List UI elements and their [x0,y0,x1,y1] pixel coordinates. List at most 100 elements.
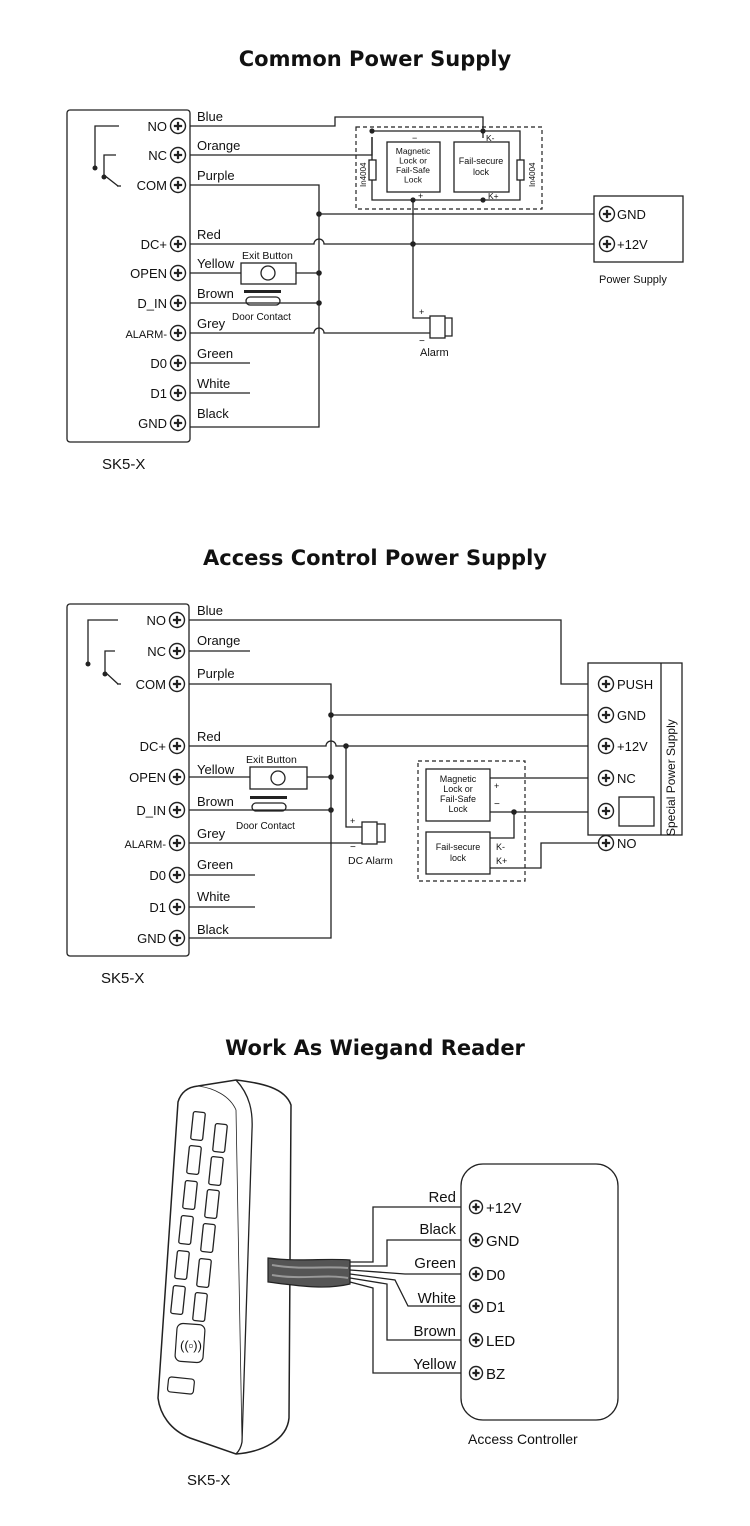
junction-dot [511,809,517,815]
screw-terminal-icon [168,898,186,916]
screw-terminal-icon [168,675,186,693]
dc-alarm-horn [377,823,386,843]
keypad-key [170,1284,186,1316]
access-controller-label: Access Controller [468,1431,578,1447]
title-access-control-power-supply: Access Control Power Supply [203,546,547,570]
screw-terminal-icon [169,354,187,372]
keypad-key [178,1214,194,1246]
dc-alarm-siren [361,821,378,845]
terminal-label-d0: D0 [149,868,166,883]
screw-terminal-icon [168,866,186,884]
wire-color-label: Red [197,729,221,744]
diode-label-1b: In4004 [528,162,537,187]
terminal-label-open: OPEN [129,770,166,785]
access-control-power-supply-diagram: NOBlueNCOrangeCOMPurpleDC+RedOPENYellowD… [66,603,683,987]
wire-failsecure-no [490,842,600,869]
wire-dc-alarm-positive [345,746,362,828]
wiegand-wire-label-red: Red [428,1189,456,1206]
keypad-key [212,1122,228,1154]
terminal-label-nc: NC [148,148,167,163]
wire-color-label: Grey [197,316,226,331]
lock-k-minus-2: K- [496,842,505,852]
access-controller-box [460,1163,619,1421]
dc-alarm-plus: + [350,816,355,826]
keypad-key [208,1155,224,1187]
relay-nc-dot-2 [102,671,108,677]
keypad-key [174,1249,190,1281]
diode-1a [368,159,377,181]
lock-text-line: Lock [404,175,423,185]
door-contact-reed-2 [251,802,287,812]
screw-terminal-icon [168,611,186,629]
special-ps-terminal: GND [617,708,646,723]
lock-text-line: lock [450,853,467,863]
exit-button-2 [249,766,308,790]
lock-text-line: Fail-secure [436,842,481,852]
wire-red-12v-2 [189,740,600,747]
keypad-key [182,1179,198,1211]
lock-text-line: Lock or [443,784,473,794]
lock-text-line: lock [473,167,490,177]
wire-color-label: Brown [197,286,234,301]
screw-terminal-icon [598,235,616,253]
wg-wire-green [349,1269,470,1275]
controller-terminal-icon [468,1365,484,1381]
terminal-label-din: D_IN [136,803,166,818]
terminal-label-com: COM [136,677,166,692]
wg-wire-yellow [349,1281,470,1374]
wire-color-label: White [197,889,230,904]
wire-failsecure-kminus [490,812,515,839]
reader-side-edge [235,1079,253,1455]
wg-wire-red [350,1206,470,1263]
common-power-supply-diagram: NOBlueNCOrangeCOMPurpleDC+RedOPENYellowD… [66,109,684,473]
wire-color-label: Purple [197,168,235,183]
junction-dot [410,241,416,247]
magnetic-lock-1 [386,141,441,193]
relay-no-dot [92,165,98,171]
controller-terminal-label: GND [486,1233,520,1250]
terminal-label-gnd: GND [137,931,166,946]
power-supply-terminal: +12V [617,237,648,252]
keypad-key [192,1291,208,1323]
screw-terminal-icon [168,801,186,819]
lock-plus-1: + [418,191,423,201]
special-ps-terminal: NC [617,771,636,786]
controller-terminal-icon [468,1332,484,1348]
reader-face-edge [197,1085,243,1443]
sk5x-terminal-block-2 [66,603,190,957]
screw-terminal-icon [597,737,615,755]
wire-color-label: Purple [197,666,235,681]
junction-dot [480,128,486,134]
wiegand-wire-label-white: White [418,1290,456,1307]
screw-terminal-icon [597,802,615,820]
keypad-key [186,1144,202,1176]
device-label-1: SK5-X [102,456,145,473]
junction-dot [328,807,334,813]
terminal-label-dc: DC+ [141,237,167,252]
lock-plus-2: + [494,781,499,791]
wire-color-label: Brown [197,794,234,809]
keypad-key [196,1257,212,1289]
screw-terminal-icon [169,176,187,194]
lock-text-line: Fail-secure [459,156,504,166]
screw-terminal-icon [169,117,187,135]
screw-terminal-icon [597,706,615,724]
wire-color-label: Blue [197,109,223,124]
lock-minus-2: − [494,799,500,810]
wire-purple-black-loop [190,184,320,428]
screw-terminal-icon [168,834,186,852]
screw-terminal-icon [169,146,187,164]
relay-no-line-2 [87,619,118,662]
exit-button-circle-2 [270,770,286,786]
screw-terminal-icon [597,769,615,787]
wire-color-label: White [197,376,230,391]
lock-text-line: Magnetic [396,146,431,156]
screw-terminal-icon [168,929,186,947]
terminal-label-alarm: ALARM- [124,839,166,851]
screw-terminal-icon [169,384,187,402]
lock-group-box-2 [417,760,526,882]
exit-button-1 [240,262,297,285]
wire-red-12v [190,238,600,245]
wire-color-label: Green [197,346,233,361]
wire-color-label: Orange [197,138,240,153]
